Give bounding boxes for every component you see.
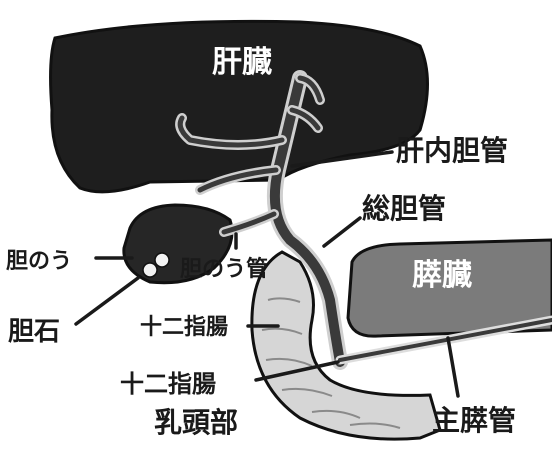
gallstone-1 — [143, 263, 157, 277]
main-pancreatic-duct-label: 主膵管 — [432, 404, 516, 437]
gallstone-label: 胆石 — [8, 317, 60, 347]
hepatic-duct-label: 肝内胆管 — [396, 134, 508, 167]
common-bile-duct-label: 総胆管 — [362, 192, 446, 225]
liver-label: 肝臓 — [212, 45, 272, 80]
leader-common-bile-duct — [324, 218, 360, 246]
pancreas-label: 膵臓 — [412, 258, 472, 293]
leader-gallstone — [76, 278, 138, 324]
gallbladder-label: 胆のう — [6, 249, 72, 274]
duodenum-label: 十二指腸 — [140, 315, 228, 340]
cystic-duct-label: 胆のう管 — [180, 256, 268, 282]
papilla-label-line2: 乳頭部 — [154, 406, 238, 439]
leader-main-pancreatic-duct — [448, 338, 458, 396]
papilla-label-line1: 十二指腸 — [120, 370, 216, 398]
gallstone-2 — [155, 253, 169, 267]
